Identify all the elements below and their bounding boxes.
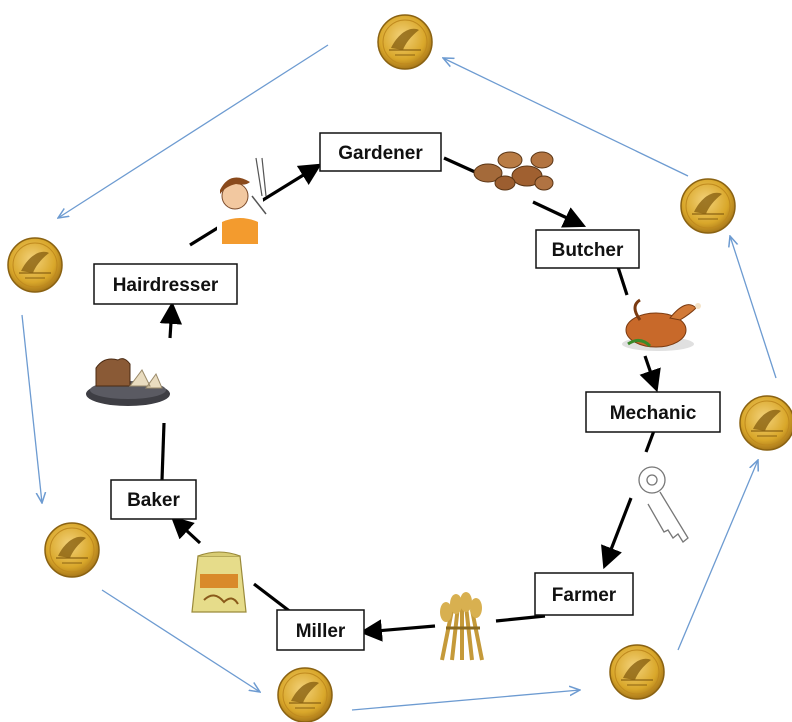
- potatoes-icon: [473, 151, 554, 191]
- money-arrow: [730, 236, 777, 379]
- goods-arrow: [253, 582, 293, 615]
- goods-arrow: [170, 515, 202, 545]
- money-arrow: [351, 690, 580, 711]
- role-label: Butcher: [552, 240, 624, 261]
- goods-arrow: [159, 301, 183, 339]
- role-butcher: Butcher: [535, 229, 640, 269]
- role-mechanic: Mechanic: [585, 391, 721, 433]
- flour-bag-icon: [191, 551, 247, 613]
- role-farmer: Farmer: [534, 572, 634, 616]
- goods-arrow: [532, 200, 587, 228]
- goods-arrow: [639, 355, 661, 393]
- bread-icon: [86, 358, 170, 406]
- money-arrow: [443, 58, 689, 177]
- goods-arrow: [601, 497, 633, 570]
- role-boxes: Gardener Butcher Mechanic Farmer Miller …: [93, 132, 721, 651]
- wheat-sheaf-icon: [440, 592, 484, 661]
- money-arrow: [677, 460, 758, 651]
- role-hairdresser: Hairdresser: [93, 263, 238, 305]
- goods-arrow: [443, 156, 476, 174]
- role-label: Baker: [127, 490, 180, 511]
- one-dollar-coin-icon: [44, 522, 100, 578]
- role-label: Mechanic: [610, 403, 697, 424]
- money-flow-arrows: [21, 44, 777, 711]
- goods-arrow: [359, 619, 436, 642]
- role-label: Hairdresser: [113, 275, 219, 296]
- roast-chicken-icon: [622, 298, 701, 351]
- money-arrow: [101, 589, 260, 692]
- money-arrow: [21, 314, 42, 503]
- one-dollar-coin-icon: [609, 644, 665, 700]
- role-label: Miller: [296, 621, 346, 642]
- one-dollar-coin-icon: [277, 667, 333, 722]
- role-miller: Miller: [276, 609, 365, 651]
- one-dollar-coin-icon: [739, 395, 792, 451]
- role-gardener: Gardener: [319, 132, 442, 172]
- goods-arrow: [495, 614, 546, 623]
- role-baker: Baker: [110, 479, 197, 520]
- goods-arrow: [615, 263, 629, 296]
- goods-arrow: [160, 422, 166, 481]
- money-arrow: [58, 44, 329, 218]
- one-dollar-coin-icon: [7, 237, 63, 293]
- goods-flow-arrows: [159, 156, 661, 642]
- one-dollar-coin-icon: [377, 14, 433, 70]
- one-dollar-coin-icon: [680, 178, 736, 234]
- role-label: Farmer: [552, 585, 617, 606]
- haircut-icon: [217, 157, 267, 244]
- key-icon: [638, 466, 689, 543]
- role-label: Gardener: [338, 143, 423, 164]
